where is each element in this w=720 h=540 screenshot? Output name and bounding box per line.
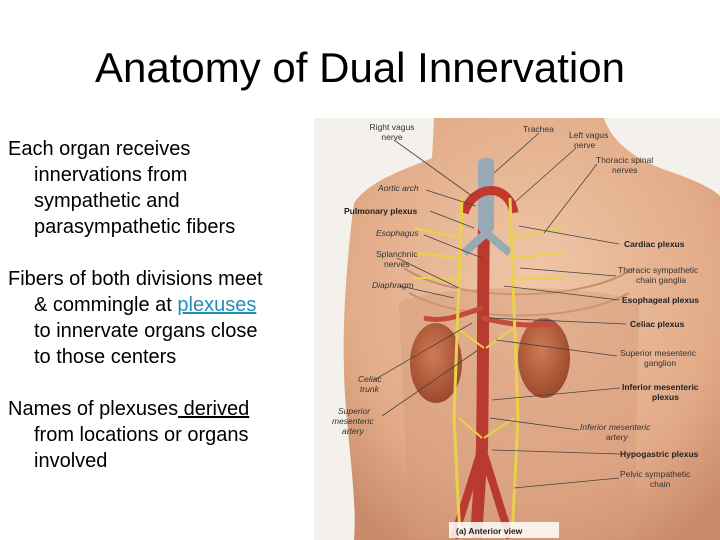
label-thoracic-spinal: nerves: [612, 165, 638, 175]
bullet-item: Fibers of both divisions meet & commingl…: [8, 266, 263, 370]
sympathetic-chain: [508, 197, 520, 539]
label-diaphragm: Diaphragm: [372, 280, 414, 290]
bullet-line: Fibers of both divisions meet: [8, 268, 263, 290]
label-esophagus: Esophagus: [376, 228, 419, 238]
bullet-line: innervations from: [34, 164, 188, 186]
label-cardiac-plexus: Cardiac plexus: [624, 239, 685, 249]
bullet-item: Names of plexuses derived from locations…: [8, 396, 249, 474]
label-trachea: Trachea: [523, 124, 554, 134]
label-celiac-plexus: Celiac plexus: [630, 319, 685, 329]
label-left-vagus: nerve: [574, 140, 596, 150]
label-inferior-mesenteric-plexus: plexus: [652, 392, 679, 402]
renal-artery: [423, 305, 555, 328]
left-kidney: [410, 323, 462, 403]
bullet-line: sympathetic and: [34, 190, 180, 212]
right-kidney: [518, 318, 570, 398]
bullet-line: & commingle at: [34, 294, 178, 316]
slide-title: Anatomy of Dual Innervation: [95, 44, 625, 91]
label-esophageal-plexus: Esophageal plexus: [622, 295, 699, 305]
label-hypogastric-plexus: Hypogastric plexus: [620, 449, 699, 459]
bronchi: [461, 229, 513, 257]
bullet-line: from locations or organs: [34, 424, 249, 446]
label-inferior-mesenteric-plexus: Inferior mesenteric: [622, 382, 699, 392]
label-thoracic-sympathetic: Thoracic sympathetic: [618, 265, 699, 275]
label-inferior-mesenteric-artery: Inferior mesenteric: [580, 422, 651, 432]
label-thoracic-sympathetic: chain ganglia: [636, 275, 686, 285]
label-thoracic-spinal: Thoracic spinal: [596, 155, 653, 165]
leader-lines: [373, 132, 627, 489]
label-aortic-arch: Aortic arch: [377, 183, 419, 193]
bullet-line: to innervate organs close: [34, 320, 258, 342]
label-superior-mesenteric-artery: Superior: [338, 406, 371, 416]
bullet-line: involved: [34, 450, 108, 472]
bullet-line: to those centers: [34, 346, 177, 368]
label-pelvic-sympathetic: Pelvic sympathetic: [620, 469, 691, 479]
bullet-line: Names of plexuses: [8, 398, 179, 420]
plexuses-link[interactable]: plexuses: [177, 294, 257, 316]
label-splanchnic: nerves: [384, 259, 410, 269]
sympathetic-chain: [452, 197, 464, 539]
underlined-text: derived: [178, 398, 250, 420]
label-superior-mesenteric-artery: mesenteric: [332, 416, 374, 426]
bullet-line: Each organ receives: [8, 138, 191, 160]
bullet-line: parasympathetic fibers: [34, 216, 236, 238]
label-superior-mesenteric-ganglion: Superior mesenteric: [620, 348, 697, 358]
bullet-item: Each organ receives innervations from sy…: [8, 136, 235, 240]
rib-line: [403, 267, 635, 296]
label-superior-mesenteric-ganglion: ganglion: [644, 358, 676, 368]
label-right-vagus: Right vagus: [370, 122, 415, 132]
label-celiac-trunk: Celiac: [358, 374, 382, 384]
label-right-vagus: nerve: [381, 132, 403, 142]
label-pulmonary-plexus: Pulmonary plexus: [344, 206, 417, 216]
caption-box: [449, 522, 559, 538]
label-splanchnic: Splanchnic: [376, 249, 418, 259]
label-superior-mesenteric-artery: artery: [342, 426, 364, 436]
anatomy-illustration: Right vagus nerve Trachea Left vagus ner…: [314, 118, 720, 540]
rib-line: [408, 292, 630, 317]
label-left-vagus: Left vagus: [569, 130, 608, 140]
label-inferior-mesenteric-artery: artery: [606, 432, 628, 442]
anatomy-svg: Right vagus nerve Trachea Left vagus ner…: [332, 118, 720, 540]
figure-caption: (a) Anterior view: [456, 526, 523, 536]
label-pelvic-sympathetic: chain: [650, 479, 671, 489]
label-celiac-trunk: trunk: [360, 384, 380, 394]
